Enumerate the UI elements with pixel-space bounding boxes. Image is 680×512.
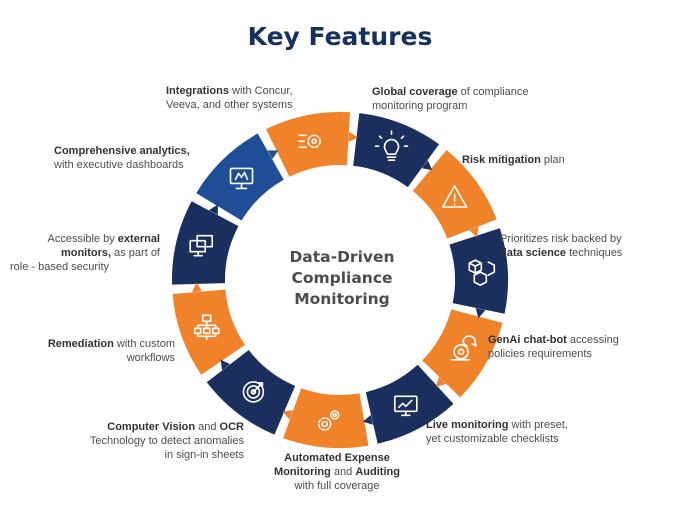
arrow-icon [282,410,293,420]
arrow-icon [362,415,374,425]
dashboard-icon [229,167,254,190]
feature-label-integrations: Integrations with Concur, Veeva, and oth… [166,85,293,111]
cubes-icon [468,259,496,286]
feature-segment [365,364,454,444]
feature-label-automated-expense: Automated Expense Monitoring and Auditin… [274,452,400,492]
target-icon [242,381,265,403]
integration-gear-icon [298,134,321,149]
center-line: Monitoring [294,290,390,308]
lightbulb-icon [374,130,409,161]
feature-segment [172,289,246,375]
feature-label-remediation: Remediation with custom workflows [47,338,175,364]
warning-icon [441,185,468,208]
feature-segment [196,133,284,221]
center-line: Compliance [291,269,393,287]
arrow-icon [220,359,230,371]
feature-label-analytics: Comprehensive analytics, with executive … [54,145,190,171]
arrow-icon [208,204,218,215]
workflow-icon [193,314,220,341]
arrow-icon [475,308,486,319]
center-line: Data-Driven [289,248,395,266]
arrow-icon [267,150,279,160]
feature-label-risk-mitigation: Risk mitigation plan [462,154,565,166]
gears-icon [317,410,340,431]
feature-label-data-science: Prioritizes risk backed by data science … [500,233,623,259]
page-title: Key Features [247,22,433,51]
feature-segment [353,113,440,188]
screens-icon [189,234,213,257]
feature-label-computer-vision: Computer Vision and OCR Technology to de… [89,421,244,461]
feature-label-external-monitors: Accessible by external monitors, as part… [10,233,160,273]
arrow-icon [435,376,447,387]
feature-label-live-monitoring: Live monitoring with preset, yet customi… [426,419,568,445]
arrow-icon [348,131,358,142]
arrow-icon [421,160,433,170]
arrow-icon [191,282,202,293]
monitor-chart-icon [393,395,418,417]
center-title: Data-Driven Compliance Monitoring [262,247,422,310]
feature-label-global-coverage: Global coverage of compliance monitoring… [372,86,529,112]
feature-segment [266,112,350,177]
feature-label-genai-chatbot: GenAi chat-bot accessing policies requir… [488,334,619,360]
chatbot-icon [450,335,477,361]
arrow-icon [469,226,479,238]
